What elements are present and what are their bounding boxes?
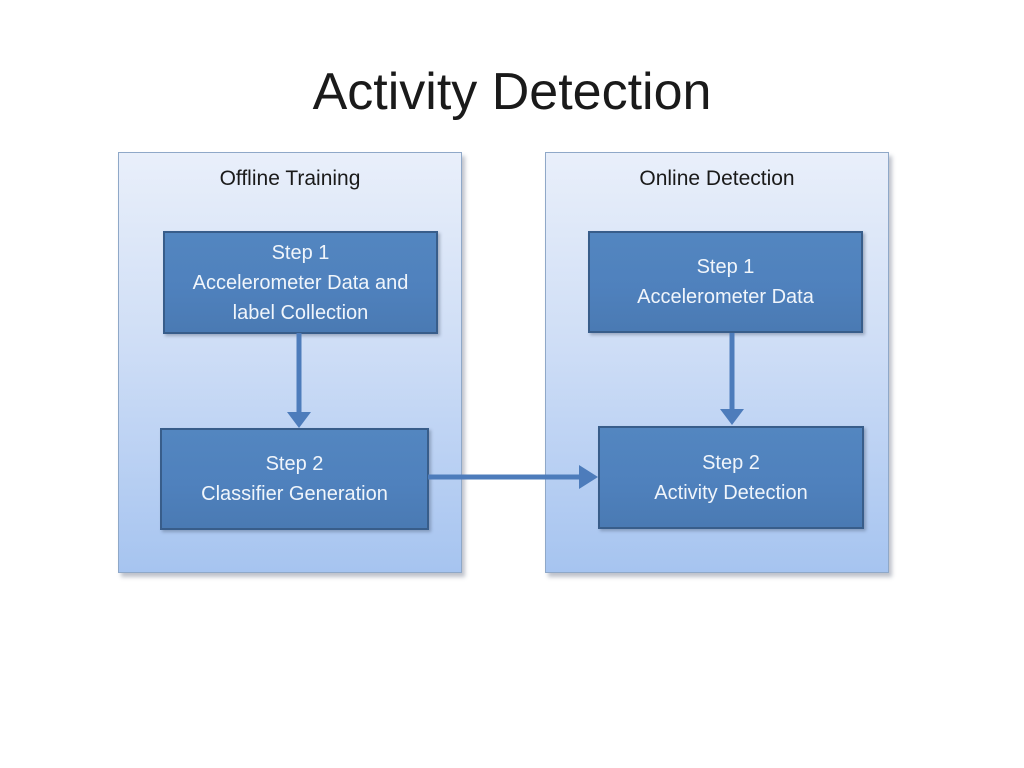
online-step2-box: Step 2 Activity Detection — [598, 426, 864, 529]
step-line: Classifier Generation — [201, 483, 388, 505]
step-line: Step 1 — [271, 241, 330, 264]
step-line: Activity Detection — [654, 481, 808, 504]
panel-offline-training: Offline Training Step 1 Accelerometer Da… — [118, 152, 462, 573]
slide-title: Activity Detection — [312, 63, 712, 121]
step-line: Step 2 — [702, 451, 760, 474]
step-line: label Collection — [232, 301, 369, 324]
step-line: Accelerometer Data and — [192, 271, 409, 294]
offline-step2-box: Step 2 Classifier Generation — [160, 428, 429, 530]
step-line: Accelerometer Data — [637, 286, 814, 308]
step-line: Step 1 — [696, 256, 755, 278]
panel-online-detection-header: Online Detection — [639, 167, 795, 190]
offline-step1-box: Step 1 Accelerometer Data and label Coll… — [163, 231, 438, 334]
panel-offline-training-header: Offline Training — [219, 167, 361, 190]
online-step1-box: Step 1 Accelerometer Data — [588, 231, 863, 333]
step-line: Step 2 — [265, 453, 324, 475]
panel-online-detection: Online Detection Step 1 Accelerometer Da… — [545, 152, 889, 573]
